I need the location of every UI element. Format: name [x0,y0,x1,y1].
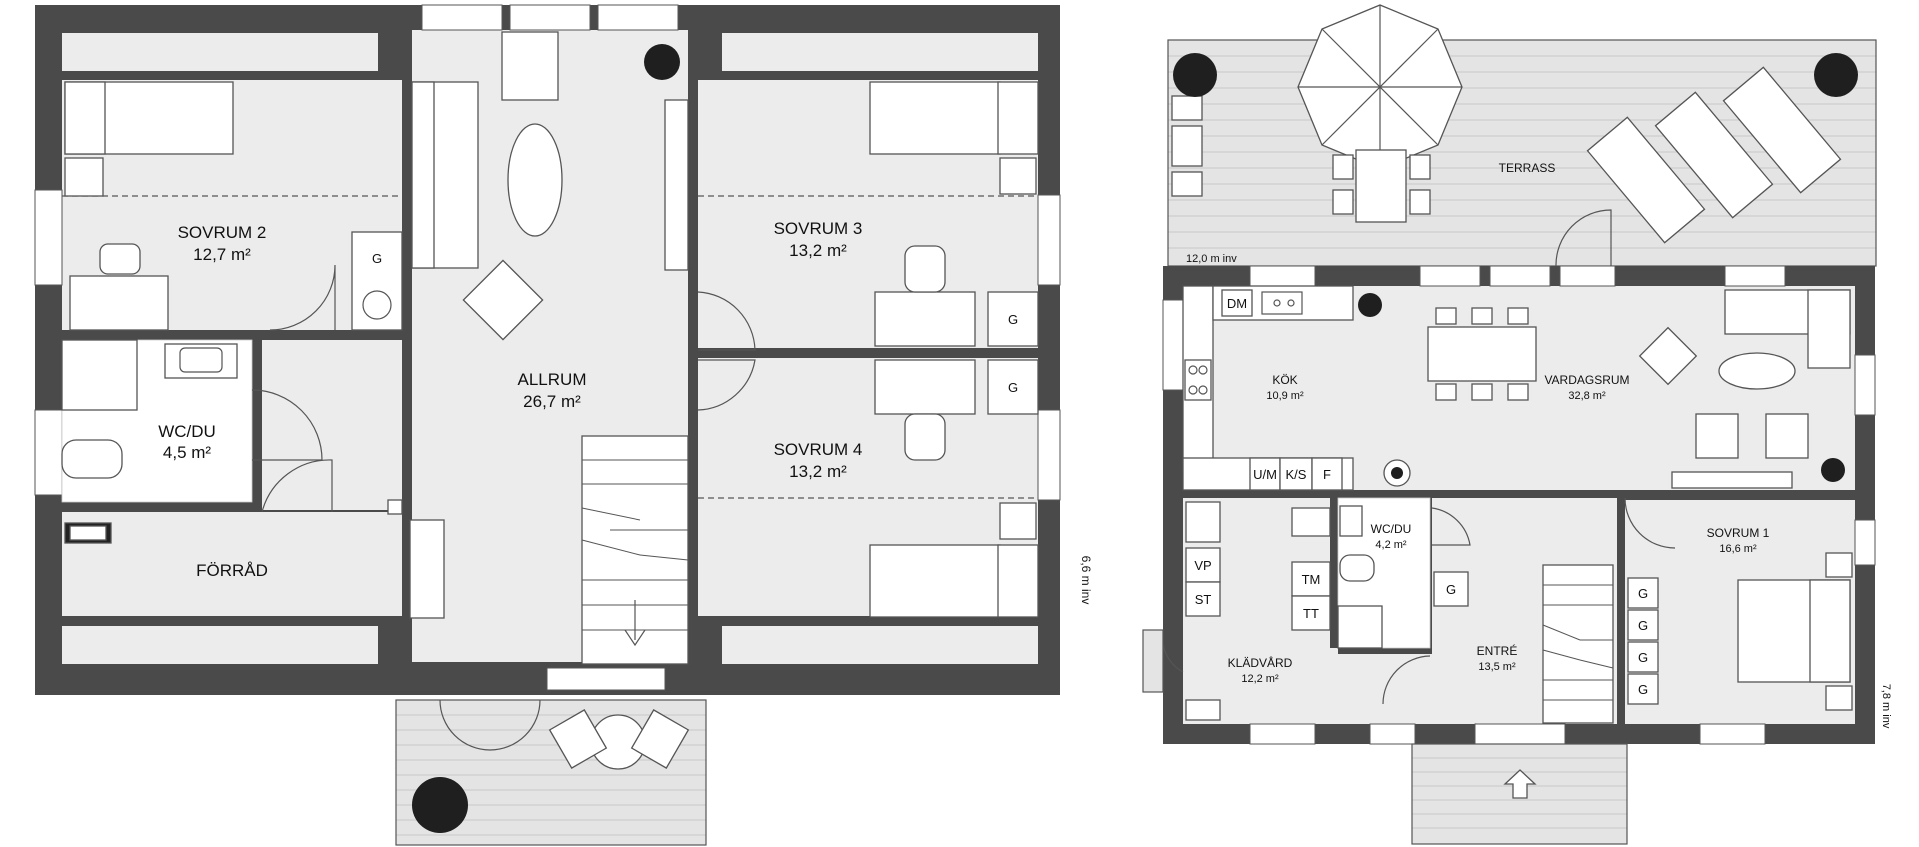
room-area: 12,7 m² [193,245,251,264]
dimension-label: 12,0 m inv [1186,253,1237,265]
armchair [1765,413,1809,459]
desk [874,359,976,415]
room-name: KÖK [1272,373,1297,387]
room-name: ALLRUM [518,370,587,389]
desk [874,291,976,347]
sunbed [1654,91,1774,219]
plant [1821,458,1845,482]
sink [164,343,238,379]
room-area: 13,5 m² [1478,661,1516,673]
room-area: 12,2 m² [1241,673,1279,685]
cabinet [409,519,445,619]
armchair [1695,413,1739,459]
plant [412,777,468,833]
appliance-label: G [372,251,382,266]
desk [69,275,169,331]
armchair [1638,326,1698,386]
appliance-label: TM [1302,572,1321,587]
chair [904,413,946,461]
stove [1184,359,1212,401]
appliance-label: G [1638,618,1648,633]
appliance-label: VP [1194,558,1211,573]
shower [1337,605,1383,649]
table [1355,149,1407,223]
room-name: FÖRRÅD [196,561,268,580]
plant [1358,293,1382,317]
appliance-label: TT [1303,606,1319,621]
appliance-label: ST [1195,592,1212,607]
appliance-label: G [1638,682,1648,697]
room-area: 13,2 m² [789,241,847,260]
room-name: KLÄDVÅRD [1228,655,1293,670]
room-name: VARDAGSRUM [1544,373,1629,387]
room-name: TERRASS [1499,161,1556,175]
appliance-label: G [1638,650,1648,665]
upper-floor-plan: G [34,4,1093,846]
appliance-label: F [1323,467,1331,482]
room-area: 4,2 m² [1375,539,1407,551]
plant [644,44,680,80]
appliance-label: G [1008,380,1018,395]
room-area: 26,7 m² [523,392,581,411]
dimension-label: 7,8 m inv [1880,684,1892,729]
chair [99,243,141,275]
armchair [462,259,544,341]
armchair [501,31,559,101]
appliance-label: G [1638,586,1648,601]
room-area: 32,8 m² [1568,390,1606,402]
plant [1814,53,1858,97]
ground-floor-plan: 12,0 m inv DM [1142,4,1892,845]
staircase [1542,564,1614,724]
room-area: 13,2 m² [789,462,847,481]
appliance-label: G [1446,582,1456,597]
washer-dryer [351,231,403,331]
dining-table [1427,326,1537,382]
appliance-label: G [1008,312,1018,327]
room-name: SOVRUM 4 [774,440,863,459]
sink [1339,505,1363,537]
coffee-table [1718,352,1796,390]
sunbed [1722,66,1842,194]
room-name: SOVRUM 3 [774,219,863,238]
chair [904,245,946,293]
shower [61,339,138,411]
appliance-label: U/M [1253,467,1277,482]
coffee-table [507,123,563,237]
room-name: WC/DU [1371,522,1412,536]
room-area: 10,9 m² [1266,390,1304,402]
room-name: SOVRUM 2 [178,223,267,242]
room-name: WC/DU [158,422,216,441]
appliance-label: K/S [1286,467,1307,482]
toilet [1339,554,1375,582]
entrance-arrow-icon [1503,769,1537,799]
room-name: ENTRÉ [1477,643,1518,658]
room-name: SOVRUM 1 [1707,526,1770,540]
sunbed [1586,116,1706,244]
room-area: 4,5 m² [163,443,212,462]
appliance-label: DM [1227,296,1247,311]
dimension-label: 6,6 m inv [1079,556,1093,605]
room-area: 16,6 m² [1719,543,1757,555]
plant [1173,53,1217,97]
toilet [61,439,123,479]
